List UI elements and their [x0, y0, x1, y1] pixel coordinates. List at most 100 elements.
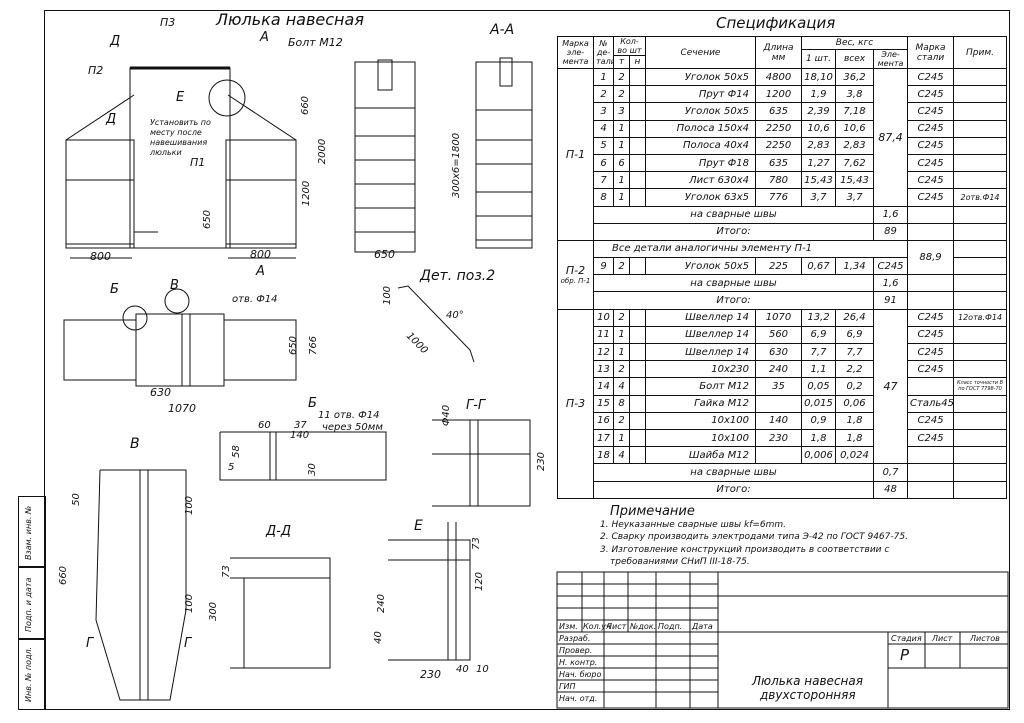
view-v-outline [95, 469, 187, 701]
tb-role: Нач. бюро [559, 670, 602, 679]
hdr-qty-t: т [613, 55, 630, 69]
drawing-title: Люлька навесная [216, 10, 364, 29]
spec-qty: 2 [613, 360, 630, 379]
spec-section: Полоса 150х4 [645, 119, 756, 138]
spec-title: Спецификация [716, 14, 836, 32]
spec-steel [907, 377, 955, 396]
spec-qty: 2 [613, 85, 630, 104]
spec-note [953, 85, 1008, 104]
spec-note [953, 67, 1008, 87]
spec-length: 4800 [755, 67, 802, 87]
spec-weight-all: 3,7 [835, 188, 874, 207]
dim-650-a: 650 [202, 209, 214, 230]
dim-37: 37 [294, 420, 307, 431]
spec-steel: С245 [907, 360, 955, 379]
spec-weight-one: 3,7 [801, 188, 836, 207]
spec-section: Прут Ф18 [645, 153, 756, 173]
view-dd-title: Д-Д [266, 524, 292, 539]
spec-length: 560 [755, 325, 802, 345]
p1-label: П1 [190, 156, 206, 169]
view-e-title: Е [414, 518, 423, 534]
spec-total-row: Итого:91 [558, 291, 1008, 310]
side-stamp-inv-orig [18, 638, 46, 710]
dim-800-right: 800 [250, 248, 271, 261]
spec-welds-label: на сварные швы [593, 463, 874, 482]
dim-50: 50 [70, 493, 82, 506]
notes-title: Примечание [610, 504, 695, 519]
spec-steel: С245 [907, 67, 955, 87]
dim-240: 240 [376, 593, 388, 614]
spec-welds-value: 1,6 [872, 205, 909, 224]
spec-steel: С245 [907, 428, 955, 448]
spec-weight-all: 36,2 [835, 67, 874, 87]
view-b-title: Б [308, 396, 317, 411]
spec-note: Класс точности В по ГОСТ 7798-70 [953, 377, 1008, 396]
spec-weight-all: 10,6 [835, 119, 874, 138]
letter-d-top: Д [110, 34, 121, 49]
dim-300x6: 300х6=1800 [451, 132, 463, 199]
spec-pos: 16 [593, 411, 614, 430]
spec-total-value: 48 [872, 480, 909, 499]
view-dd-outline [230, 557, 331, 669]
spec-pos: 5 [593, 136, 614, 155]
spec-qty: 8 [613, 394, 630, 413]
spec-note [953, 342, 1008, 362]
spec-note [953, 428, 1008, 448]
spec-note [953, 411, 1008, 430]
tb-name-2: двухсторонняя [760, 688, 856, 702]
letter-b-plan: Б [110, 282, 119, 297]
tb-col-header: Подп. [658, 622, 683, 631]
bolt-label: Болт М12 [288, 36, 343, 49]
hdr-steel: Марка стали [907, 36, 955, 69]
dim-40-e: 40 [372, 631, 384, 644]
hdr-note: Прим. [953, 36, 1008, 69]
spec-note [953, 136, 1008, 155]
spec-total-label: Итого: [593, 480, 874, 499]
tb-stage-header: Стадия [891, 634, 922, 643]
spec-length: 630 [755, 342, 802, 362]
spec-length: 230 [755, 428, 802, 448]
hdr-qty-n: н [629, 55, 646, 69]
holes-note-2: через 50мм [322, 422, 383, 433]
spec-qty: 4 [613, 446, 630, 465]
hole-note: отв. Ф14 [232, 294, 278, 305]
hdr-section: Сечение [645, 36, 756, 69]
spec-weight-one: 0,67 [801, 257, 836, 276]
spec-steel: С245 [907, 308, 955, 327]
spec-weight-one: 2,83 [801, 136, 836, 155]
spec-weight-all: 3,8 [835, 85, 874, 104]
spec-qty: 1 [613, 428, 630, 448]
spec-pos: 18 [593, 446, 614, 465]
dim-60: 60 [258, 420, 271, 431]
spec-steel [907, 446, 955, 465]
spec-section: Болт М12 [645, 377, 756, 396]
dim-73-e: 73 [470, 537, 482, 550]
spec-total-label: Итого: [593, 291, 874, 310]
view-e-outline [388, 539, 471, 661]
note-3: 3. Изготовление конструкций производить … [600, 545, 890, 555]
spec-weight-all: 1,8 [835, 428, 874, 448]
spec-weight-all: 26,4 [835, 308, 874, 327]
detail-e-circle [208, 79, 246, 117]
dim-40deg: 40° [446, 310, 464, 321]
spec-length: 635 [755, 153, 802, 173]
spec-note [953, 394, 1008, 413]
tb-sheets-header: Листов [970, 634, 1000, 643]
spec-note [953, 257, 1008, 276]
letter-e: Е [176, 90, 185, 105]
side-stamp-sign-date [18, 566, 46, 640]
plan-left [63, 319, 137, 381]
tb-col-header: Дата [692, 622, 713, 631]
spec-qty: 1 [613, 188, 630, 207]
tb-col-header: Изм. [559, 622, 578, 631]
spec-length: 776 [755, 188, 802, 207]
spec-note: 2отв.Ф14 [953, 188, 1008, 207]
spec-total-value: 89 [872, 222, 909, 241]
spec-section: Уголок 50х5 [645, 102, 756, 121]
